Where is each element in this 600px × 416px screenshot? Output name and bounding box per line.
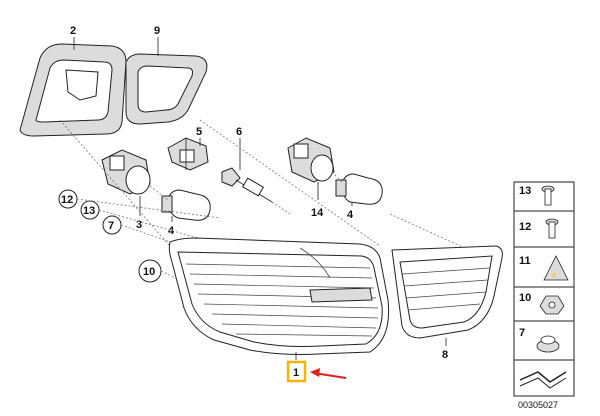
part-9-gasket bbox=[125, 53, 208, 125]
arrow-pointer-icon bbox=[310, 368, 347, 379]
highlight-box-part-1 bbox=[286, 360, 307, 383]
label-part-5: 5 bbox=[196, 126, 202, 138]
part-3-socket bbox=[101, 149, 151, 195]
part-1-tail-light bbox=[168, 237, 390, 355]
label-part-4-left: 4 bbox=[168, 225, 175, 237]
callout-7: 7 bbox=[102, 215, 122, 235]
callout-13: 13 bbox=[80, 200, 100, 220]
side-item-7: 7 bbox=[519, 327, 560, 353]
label-part-1: 1 bbox=[293, 367, 299, 379]
svg-text:10: 10 bbox=[519, 292, 531, 304]
part-5-socket bbox=[167, 137, 209, 171]
side-item-11: 11 ⚡ bbox=[519, 255, 569, 281]
screw-icon bbox=[541, 185, 555, 206]
grommet-icon bbox=[536, 335, 560, 353]
label-part-6: 6 bbox=[236, 126, 242, 138]
svg-text:⚡: ⚡ bbox=[550, 271, 557, 279]
sealing-strip-icon bbox=[519, 371, 567, 389]
label-part-14: 14 bbox=[311, 207, 324, 219]
label-part-4-right: 4 bbox=[347, 209, 354, 221]
part-14-socket bbox=[287, 137, 335, 183]
part-4-bulb-left bbox=[161, 189, 211, 221]
dash-6 bbox=[271, 201, 291, 215]
warning-label-icon: ⚡ bbox=[543, 255, 569, 281]
svg-text:7: 7 bbox=[519, 327, 525, 339]
svg-text:11: 11 bbox=[519, 255, 531, 267]
svg-text:12: 12 bbox=[61, 194, 73, 206]
nut-icon bbox=[539, 295, 565, 315]
label-part-8: 8 bbox=[442, 349, 448, 361]
dash-align-2 bbox=[199, 119, 381, 247]
part-6-stud bbox=[221, 167, 273, 203]
svg-text:13: 13 bbox=[83, 205, 95, 217]
svg-text:12: 12 bbox=[519, 221, 531, 233]
part-2-gasket bbox=[19, 43, 127, 137]
side-item-10: 10 bbox=[519, 292, 565, 315]
svg-text:10: 10 bbox=[143, 266, 155, 278]
part-4-bulb-right bbox=[335, 173, 383, 205]
side-item-12: 12 bbox=[519, 218, 559, 239]
dash-align-1 bbox=[59, 119, 183, 261]
label-part-3: 3 bbox=[136, 219, 142, 231]
svg-text:7: 7 bbox=[108, 220, 114, 232]
part-8-tail-light-inner bbox=[391, 245, 503, 339]
label-part-9: 9 bbox=[154, 25, 160, 37]
callout-10: 10 bbox=[138, 259, 162, 283]
label-part-2: 2 bbox=[70, 25, 76, 37]
reference-number: 00305027 bbox=[518, 400, 558, 410]
side-panel: 13 12 11 ⚡ 10 bbox=[513, 181, 575, 397]
side-item-13: 13 bbox=[519, 185, 555, 206]
callout-12: 12 bbox=[58, 189, 78, 209]
dash-12 bbox=[76, 198, 221, 219]
svg-text:13: 13 bbox=[519, 185, 531, 197]
bolt-icon bbox=[545, 218, 559, 239]
